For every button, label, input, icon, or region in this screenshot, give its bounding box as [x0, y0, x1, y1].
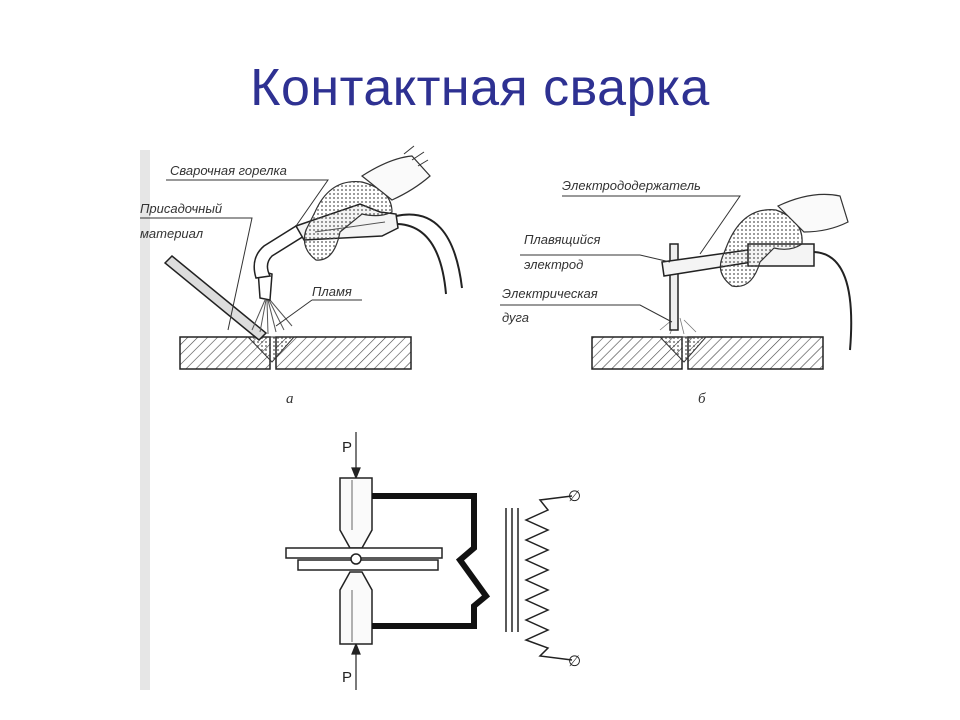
figure-a-gas-welding: Сварочная горелка Присадочный материал П…	[140, 145, 463, 407]
workpiece-a	[179, 336, 412, 370]
slide-title: Контактная сварка	[250, 59, 710, 117]
weld-nugget	[350, 553, 362, 565]
lower-sheet	[297, 559, 439, 571]
consumable-electrode	[669, 243, 679, 331]
caption-a: а	[286, 391, 294, 407]
label-electrode-line2: электрод	[524, 257, 583, 272]
terminal-bottom: ∅	[568, 653, 581, 670]
filler-rod	[163, 254, 268, 342]
figure-c-contact-welding: P P ∅ ∅	[285, 432, 581, 690]
welding-torch	[253, 203, 463, 301]
label-filler-line2: материал	[140, 226, 204, 241]
weld-pool-a	[246, 336, 296, 363]
upper-sheet	[285, 547, 443, 559]
label-force-top: P	[342, 439, 352, 456]
label-arc-line2: дуга	[502, 310, 529, 325]
scan-shadow	[140, 150, 150, 690]
label-arc-line1: Электрическая	[502, 286, 598, 301]
upper-electrode	[339, 477, 373, 549]
label-electrode-line1: Плавящийся	[524, 232, 600, 247]
transformer-core	[505, 508, 519, 632]
label-welding-torch: Сварочная горелка	[170, 163, 287, 178]
label-force-bottom: P	[342, 669, 352, 686]
flame	[251, 299, 293, 335]
figure-b-arc-welding: Электрододержатель Плавящийся электрод Э…	[500, 178, 853, 407]
primary-winding	[524, 495, 573, 661]
label-electrode-holder: Электрододержатель	[562, 178, 701, 193]
workpiece-b	[591, 336, 824, 370]
weld-pool-b	[658, 336, 708, 363]
hand-b	[719, 193, 849, 288]
force-arrows	[351, 432, 361, 690]
lower-electrode	[339, 571, 373, 645]
figure-a-leaders	[140, 179, 362, 331]
caption-b: б	[698, 391, 706, 407]
secondary-conductor	[372, 493, 491, 629]
label-filler-line1: Присадочный	[140, 201, 222, 216]
terminal-top: ∅	[568, 488, 581, 505]
label-flame: Пламя	[312, 284, 352, 299]
hand-a	[303, 145, 431, 261]
figure-b-leaders	[500, 195, 741, 323]
